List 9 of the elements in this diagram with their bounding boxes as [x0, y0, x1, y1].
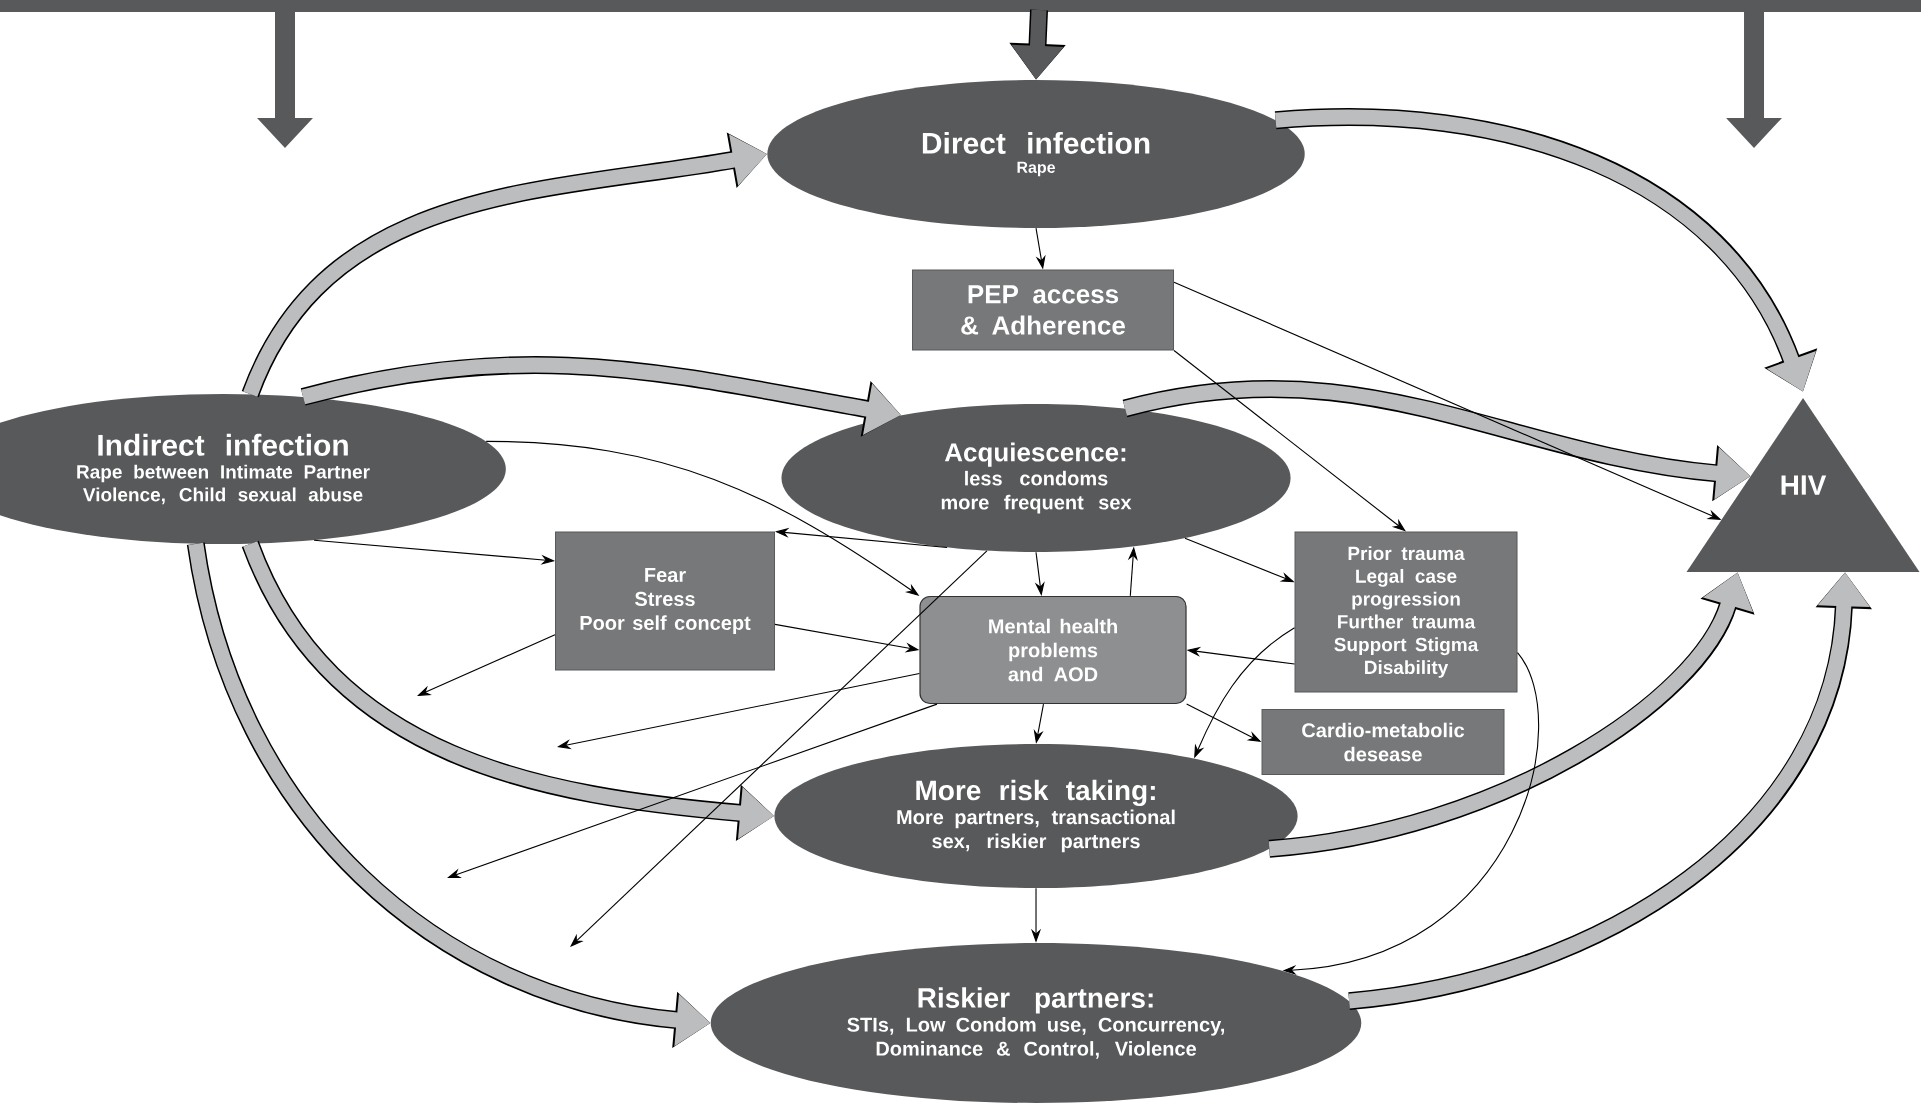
arrow [1173, 349, 1406, 532]
factor-box: Mental health problems and AOD [919, 595, 1187, 705]
factor-box: Prior trauma Legal case progression Further trauma Support Stigma Disability [1294, 531, 1518, 693]
outcome-triangle: HIV [1686, 398, 1920, 572]
factor-box: PEP access & Adherence [912, 269, 1174, 351]
arrow [417, 634, 556, 696]
factor-box: Fear Stress Poor self concept [555, 531, 775, 671]
arrow [570, 550, 988, 947]
factor-box: Cardio-metabolic desease [1261, 709, 1505, 775]
